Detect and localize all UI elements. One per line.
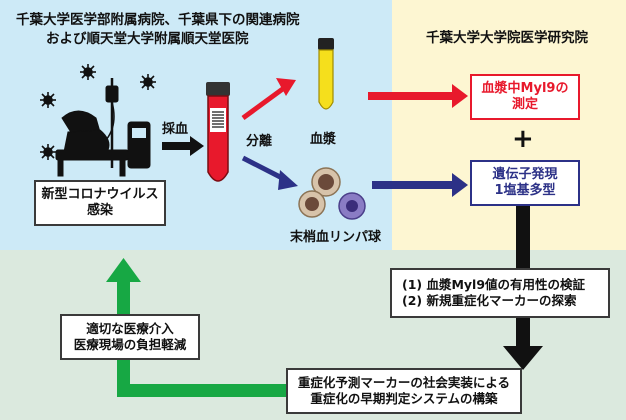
arrow-blood-draw xyxy=(162,136,204,156)
arrow-to-plasma xyxy=(241,78,296,121)
plasma-tube-icon xyxy=(318,38,334,110)
gene-expression-box: 遺伝子発現 1塩基多型 xyxy=(470,160,580,206)
label-lymphocytes: 末梢血リンパ球 xyxy=(290,230,382,245)
analysis-box: (1) 血漿Myl9値の有用性の検証 (2) 新規重症化マーカーの探索 xyxy=(390,268,610,318)
intervention-line1: 適切な医療介入 xyxy=(86,321,174,337)
patient-label-line2: 感染 xyxy=(86,203,113,218)
patient-illustration xyxy=(55,78,151,177)
institute-title: 千葉大学大学院医学研究院 xyxy=(426,30,588,46)
myl9-measurement-box: 血漿中Myl9の 測定 xyxy=(470,74,580,120)
label-blood-draw: 採血 xyxy=(162,122,189,137)
blood-tube-icon xyxy=(206,82,230,182)
hospital-title-line1: 千葉大学医学部附属病院、千葉県下の関連病院 xyxy=(16,12,300,28)
myl9-box-line2: 測定 xyxy=(511,97,538,112)
implementation-line1: 重症化予測マーカーの社会実装による xyxy=(297,375,511,391)
analysis-line1: (1) 血漿Myl9値の有用性の検証 xyxy=(402,277,586,293)
arrow-plasma-to-measurement xyxy=(368,84,468,108)
hospital-title-line2: および順天堂大学附属順天堂医院 xyxy=(46,31,249,47)
myl9-box-line1: 血漿中Myl9の xyxy=(481,80,569,96)
institute-panel xyxy=(392,0,626,250)
virus-icon xyxy=(40,64,156,160)
implementation-line2: 重症化の早期判定システムの構築 xyxy=(310,391,498,406)
gene-box-line2: 1塩基多型 xyxy=(494,183,556,198)
intervention-box: 適切な医療介入 医療現場の負担軽減 xyxy=(60,314,200,360)
implementation-box: 重症化予測マーカーの社会実装による 重症化の早期判定システムの構築 xyxy=(286,368,522,414)
lymphocyte-icon xyxy=(298,167,366,220)
label-separation: 分離 xyxy=(246,134,273,149)
patient-label-line1: 新型コロナウイルス xyxy=(41,186,159,202)
patient-box: 新型コロナウイルス 感染 xyxy=(34,180,166,226)
arrow-to-lymphocytes xyxy=(241,155,298,190)
gene-box-line1: 遺伝子発現 xyxy=(492,166,558,182)
analysis-line2: (2) 新規重症化マーカーの探索 xyxy=(402,293,577,308)
arrow-lymphocytes-to-genes xyxy=(372,173,468,197)
intervention-line2: 医療現場の負担軽減 xyxy=(73,337,187,352)
label-plasma: 血漿 xyxy=(310,132,337,147)
plus-sign: + xyxy=(512,124,534,154)
